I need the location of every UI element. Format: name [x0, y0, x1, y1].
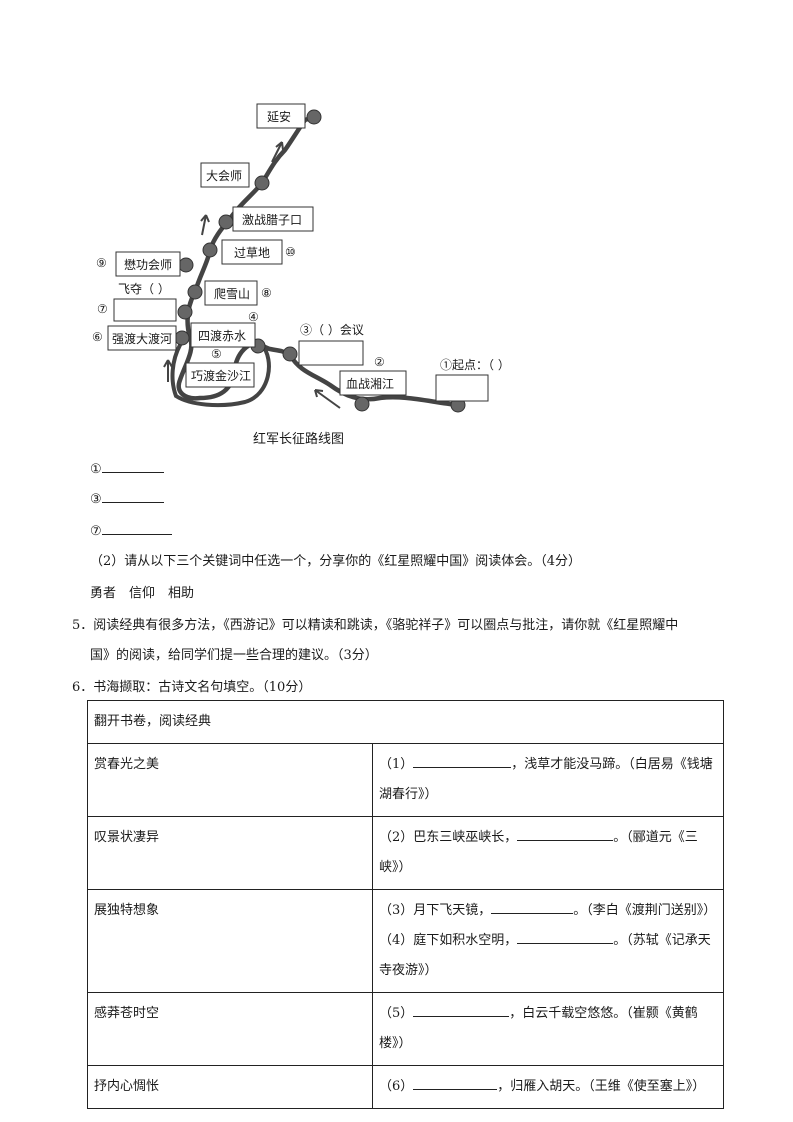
question-6-prompt: 6．书海撷取：古诗文名句填空。（10分）: [72, 680, 312, 695]
stop-label-chishui: 四渡赤水: [198, 329, 247, 343]
label-box-caodi: [221, 239, 283, 265]
fill-blank[interactable]: [517, 927, 614, 944]
direction-arrow-icon: [314, 389, 341, 409]
station-dot: [282, 346, 298, 362]
fill-cell: （5），白云千载空悠悠。（崔颢《黄鹤楼》）: [372, 992, 724, 1066]
stop-label-dadu: 强渡大渡河: [112, 332, 173, 346]
table-row: 叹景状凄异 （2）巴东三峡巫峡长，。（郦道元《三峡》）: [87, 816, 724, 890]
map-caption: 红军长征路线图: [253, 432, 345, 447]
theme-cell: 叹景状凄异: [87, 816, 373, 890]
answer-line-1: ①: [90, 458, 164, 477]
stop-label-xueshan: 爬雪山: [214, 287, 251, 301]
stop-num-8: ⑧: [261, 286, 272, 300]
table-row: 抒内心惆怅 （6），归雁入胡天。（王维《使至塞上》）: [87, 1065, 724, 1109]
stop-num-9: ⑨: [96, 256, 107, 270]
answer-line-7: ⑦: [90, 520, 172, 539]
stop-label-meeting: ③（ ）会议: [300, 323, 364, 337]
question-5-line2: 国》的阅读，给同学们提一些合理的建议。（3分）: [90, 648, 378, 663]
theme-cell: 感莽苍时空: [87, 992, 373, 1066]
table-header-row: 翻开书卷，阅读经典: [87, 700, 724, 744]
station-dot: [177, 304, 193, 320]
stop-num-7: ⑦: [97, 302, 108, 316]
answer-blank[interactable]: [101, 520, 172, 535]
fill-blank[interactable]: [491, 897, 574, 914]
stop-label-caodi: 过草地: [234, 246, 271, 260]
stop-num-10: ⑩: [285, 245, 296, 259]
fill-cell: （1），浅草才能没马蹄。（白居易《钱塘 湖春行》）: [372, 743, 724, 817]
table-header: 翻开书卷，阅读经典: [87, 700, 724, 744]
station-dot: [178, 257, 194, 273]
stop-label-xiangjiang: 血战湘江: [346, 377, 395, 391]
label-box-yanan: [256, 103, 306, 129]
direction-arrow-icon: [163, 359, 173, 382]
station-dot: [218, 214, 234, 230]
station-dot: [202, 242, 218, 258]
answer-line-3: ③: [90, 488, 164, 507]
station-dot: [174, 330, 190, 346]
fill-cell: （3）月下飞天镜，。（李白《渡荆门送别》） （4）庭下如积水空明，。（苏轼《记承…: [372, 889, 724, 993]
stop-label-yanan: 延安: [267, 110, 292, 124]
stop-label-start: ①起点：（ ）: [440, 358, 510, 372]
stop-label-maogong: 懋功会师: [124, 258, 173, 272]
stop-label-jinsha: 巧渡金沙江: [191, 369, 252, 383]
label-box-lazikou: [232, 206, 314, 232]
label-box-xueshan: [204, 280, 258, 306]
station-dot: [354, 396, 370, 412]
fill-blank[interactable]: [413, 751, 512, 768]
direction-arrow-icon: [271, 141, 284, 163]
table-row: 展独特想象 （3）月下飞天镜，。（李白《渡荆门送别》） （4）庭下如积水空明，。…: [87, 889, 724, 993]
answer-blank[interactable]: [101, 488, 164, 503]
stop-num-5: ⑤: [211, 347, 222, 361]
label-box-chishui: [190, 322, 256, 348]
stop-num-6: ⑥: [92, 330, 103, 344]
fill-cell: （2）巴东三峡巫峡长，。（郦道元《三峡》）: [372, 816, 724, 890]
answer-box-1: [435, 374, 489, 402]
label-box-maogong: [115, 251, 181, 277]
answer-box-3: [298, 340, 364, 366]
station-dot: [187, 284, 203, 300]
label-box-dahuishi: [200, 162, 250, 188]
poem-fill-table: 翻开书卷，阅读经典 赏春光之美 （1），浅草才能没马蹄。（白居易《钱塘 湖春行》…: [87, 700, 724, 1109]
label-box-dadu: [107, 325, 177, 351]
table-row: 感莽苍时空 （5），白云千载空悠悠。（崔颢《黄鹤楼》）: [87, 992, 724, 1066]
stop-label-lazikou: 激战腊子口: [242, 213, 303, 227]
theme-cell: 展独特想象: [87, 889, 373, 993]
label-box-xiangjiang: [339, 370, 407, 396]
question-5-line1: 5．阅读经典有很多方法，《西游记》可以精读和跳读，《骆驼祥子》可以圈点与批注，请…: [72, 618, 679, 633]
stop-label-dahuishi: 大会师: [206, 169, 243, 183]
stop-label-feiduo: 飞夺（ ）: [118, 282, 170, 296]
fill-blank[interactable]: [413, 1000, 510, 1017]
fill-blank[interactable]: [517, 824, 614, 841]
long-march-route-map: [107, 103, 489, 413]
table-row: 赏春光之美 （1），浅草才能没马蹄。（白居易《钱塘 湖春行》）: [87, 743, 724, 817]
route-loop: [170, 343, 271, 408]
stop-num-4: ④: [248, 310, 259, 324]
theme-cell: 抒内心惆怅: [87, 1065, 373, 1109]
theme-cell: 赏春光之美: [87, 743, 373, 817]
answer-blank[interactable]: [101, 458, 164, 473]
fill-blank[interactable]: [413, 1073, 498, 1090]
station-dot: [254, 175, 270, 191]
answer-box-7: [113, 298, 177, 322]
station-dot: [306, 109, 322, 125]
question-4-2-keywords: 勇者 信仰 相助: [90, 586, 195, 601]
label-box-jinsha: [185, 362, 255, 388]
stop-num-2: ②: [374, 355, 385, 369]
fill-cell: （6），归雁入胡天。（王维《使至塞上》）: [372, 1065, 724, 1109]
direction-arrow-icon: [200, 214, 210, 236]
question-4-2: （2）请从以下三个关键词中任选一个，分享你的《红星照耀中国》阅读体会。（4分）: [90, 554, 582, 569]
